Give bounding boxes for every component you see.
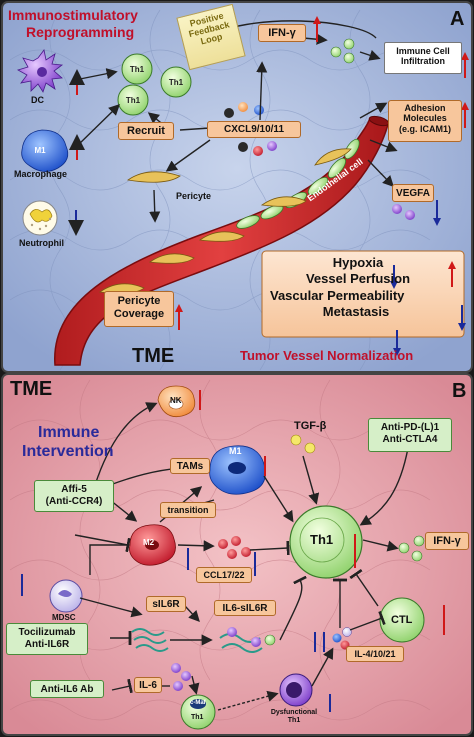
- affi-box: Affi-5 (Anti-CCR4): [34, 480, 114, 512]
- ccl-dots: [218, 536, 251, 559]
- immune-infiltration-box: Immune Cell Infiltration: [384, 42, 462, 74]
- ifn-dots-b: [398, 535, 425, 562]
- effect-vascular-permeability: Vascular Permeability: [270, 287, 405, 303]
- cmaf-th1-label: Th1: [191, 714, 204, 721]
- immune-intervention-line2: Intervention: [22, 443, 114, 460]
- affi-line1: Affi-5: [61, 484, 87, 495]
- vessel-pericytes: [98, 148, 352, 294]
- macrophage-m1-text: M1: [34, 146, 46, 155]
- cxcl-chemokine-dots: [224, 102, 277, 156]
- vegfa-box: VEGFA: [392, 184, 434, 202]
- affi-line2: (Anti-CCR4): [45, 495, 103, 507]
- ifn-dots-a: [330, 38, 355, 64]
- il4-box: IL-4/10/21: [346, 646, 404, 662]
- effects-box: [261, 250, 465, 338]
- m1-cell-icon-b: [209, 445, 266, 495]
- tgf-dots: [290, 434, 316, 454]
- adhesion-line3: (e.g. ICAM1): [398, 123, 451, 134]
- th1-cell-icon-b: [289, 505, 363, 579]
- il6-box: IL-6: [134, 677, 162, 693]
- ifn-box-a: IFN-γ: [258, 24, 306, 42]
- neutrophil-label: Neutrophil: [19, 238, 64, 248]
- pericyte-label: Pericyte: [176, 191, 212, 201]
- ifn-box-b: IFN-γ: [425, 532, 469, 550]
- th1-label-b: Th1: [310, 532, 334, 547]
- dc-cell-icon: [16, 49, 64, 93]
- tocilizumab-line1: Tocilizumab: [18, 627, 76, 638]
- pericyte-cell-icon: [126, 171, 181, 183]
- panel-a-tme-label: TME: [132, 345, 175, 367]
- immune-infiltration-line1: Immune Cell: [396, 46, 450, 56]
- dysfunctional-line2: Th1: [287, 716, 301, 724]
- up-arrowheads: [175, 16, 469, 312]
- panel-a-title-line1: Immunostimulatory: [8, 7, 138, 23]
- sil6r-receptors: [131, 628, 169, 652]
- effect-vessel-perfusion: Vessel Perfusion: [305, 271, 411, 287]
- mdsc-label: MDSC: [52, 613, 76, 622]
- cxcl-box: CXCL9/10/11: [207, 121, 301, 138]
- pericyte-coverage-line1: Pericyte: [117, 295, 161, 307]
- effect-hypoxia: Hypoxia: [332, 255, 384, 270]
- nk-cell-icon: [157, 385, 196, 418]
- ctl-label: CTL: [391, 614, 413, 626]
- dysfunctional-line1: Dysfunctional: [270, 709, 318, 716]
- immune-intervention-line1: Immune: [38, 424, 100, 441]
- tams-box: TAMs: [170, 458, 210, 474]
- vegfa-dots: [392, 204, 415, 220]
- tocilizumab-line2: Anti-IL6R: [24, 638, 70, 650]
- adhesion-molecules-box: Adhesion Molecules (e.g. ICAM1): [388, 100, 462, 142]
- dysfunctional-th1-cell-icon: [279, 673, 313, 707]
- panel-b-tme-label: TME: [10, 378, 53, 400]
- panel-b-arrows: [74, 402, 409, 711]
- effects-list: Hypoxia Vessel Perfusion Vascular Permea…: [268, 255, 458, 319]
- change-indicators: [21, 22, 466, 712]
- immune-infiltration-line2: Infiltration: [401, 56, 445, 67]
- sil6r-box: sIL6R: [146, 596, 186, 612]
- m1-label-b: M1: [229, 446, 242, 456]
- mdsc-cell-icon: [49, 579, 83, 613]
- dc-label: DC: [31, 95, 44, 105]
- pericyte-coverage-line2: Coverage: [113, 307, 165, 320]
- panel-a-title-line2: Reprogramming: [26, 24, 135, 40]
- cmaf-th1-cell-icon: [180, 694, 216, 730]
- m2-cell-icon: [129, 524, 176, 566]
- macrophage-label: Macrophage: [14, 169, 68, 179]
- anti-il6-box: Anti-IL6 Ab: [30, 680, 104, 698]
- adhesion-line2: Molecules: [403, 113, 447, 124]
- tocilizumab-box: Tocilizumab Anti-IL6R: [6, 623, 88, 655]
- il6-sil6r-complex: [219, 627, 276, 653]
- panel-b-letter: B: [452, 380, 467, 402]
- cmaf-label: c-Maf: [190, 700, 206, 706]
- down-arrowheads: [390, 218, 466, 356]
- panel-b-background: [1, 373, 473, 736]
- dysfunctional-th1-label: Dysfunctional Th1: [262, 709, 326, 724]
- neutrophil-cell-icon: [22, 200, 58, 236]
- th1-cells-a: [117, 53, 192, 116]
- effect-metastasis: Metastasis: [322, 303, 390, 319]
- il6-sil6r-box: IL6-sIL6R: [214, 600, 276, 616]
- macrophage-cell-icon: M1: [21, 129, 69, 172]
- anti-pd-line1: Anti-PD-(L)1: [380, 422, 440, 433]
- panel-a-letter: A: [450, 8, 465, 30]
- anti-pd-line2: Anti-CTLA4: [382, 433, 438, 445]
- anti-pd-box: Anti-PD-(L)1 Anti-CTLA4: [368, 418, 452, 452]
- tumor-vessel-normalization-label: Tumor Vessel Normalization: [240, 348, 414, 363]
- transition-box: transition: [160, 502, 216, 518]
- recruit-box: Recruit: [118, 122, 174, 140]
- m2-label: M2: [143, 538, 155, 547]
- adhesion-line1: Adhesion: [404, 103, 446, 113]
- ccl-box: CCL17/22: [196, 567, 252, 583]
- pericyte-coverage-box: Pericyte Coverage: [104, 291, 174, 327]
- tgf-label: TGF-β: [294, 420, 327, 432]
- il6-dots: [171, 663, 191, 691]
- nk-label: NK: [170, 396, 182, 405]
